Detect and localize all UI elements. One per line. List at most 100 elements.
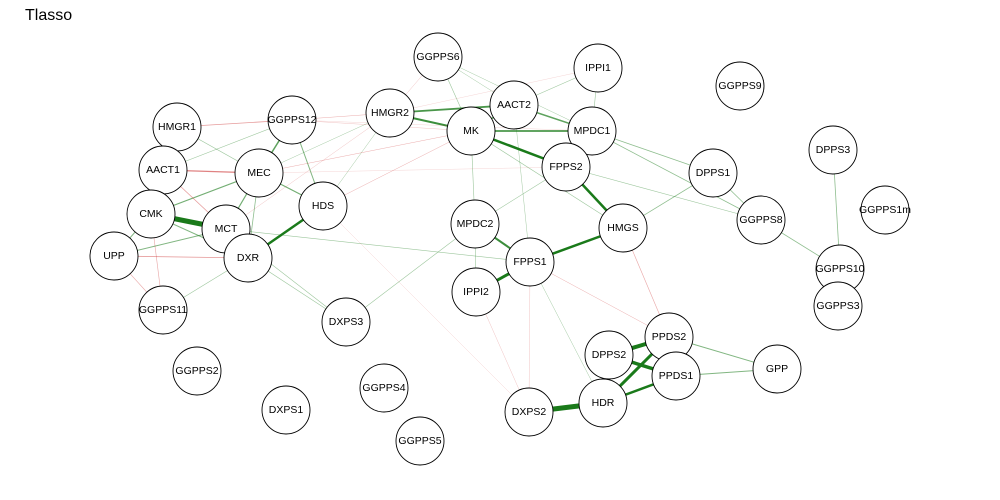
- node-label: DPPS1: [696, 167, 731, 179]
- node-aact1: AACT1: [138, 145, 188, 195]
- node-circle: [138, 285, 188, 335]
- node-dxr: DXR: [223, 233, 273, 283]
- node-label: AACT2: [497, 99, 531, 111]
- node-ggpps2: GGPPS2: [172, 346, 222, 396]
- node-circle: [359, 363, 409, 413]
- node-circle: [584, 330, 634, 380]
- node-label: MCT: [215, 223, 238, 235]
- node-circle: [578, 378, 628, 428]
- node-dpps3: DPPS3: [808, 125, 858, 175]
- node-upp: UPP: [89, 231, 139, 281]
- edge-fpps1-dxps2: [528, 261, 531, 413]
- node-circle: [489, 80, 539, 130]
- node-ggpps12: GGPPS12: [267, 95, 317, 145]
- node-label: GGPPS1m: [859, 204, 911, 216]
- node-fpps2: FPPS2: [541, 142, 591, 192]
- node-label: GGPPS12: [267, 114, 316, 126]
- node-circle: [752, 344, 802, 394]
- node-circle: [261, 385, 311, 435]
- node-label: GPP: [766, 363, 788, 375]
- node-label: GGPPS3: [816, 300, 859, 312]
- chart-title: Tlasso: [25, 7, 73, 24]
- node-circle: [651, 351, 701, 401]
- node-circle: [505, 237, 555, 287]
- edge-fpps2-ggpps8: [565, 166, 762, 221]
- node-label: HMGS: [607, 222, 639, 234]
- node-dxps3: DXPS3: [321, 297, 371, 347]
- node-ggpps10: GGPPS10: [815, 244, 865, 294]
- node-dpps1: DPPS1: [688, 148, 738, 198]
- edge-aact2-fpps1: [513, 104, 531, 263]
- edge-mec-mk: [258, 130, 472, 174]
- node-circle: [321, 297, 371, 347]
- node-label: MPDC1: [574, 125, 611, 137]
- node-ppds1: PPDS1: [651, 351, 701, 401]
- node-dpps2: DPPS2: [584, 330, 634, 380]
- node-ggpps11: GGPPS11: [138, 285, 188, 335]
- node-circle: [172, 346, 222, 396]
- node-ggpps1m: GGPPS1m: [859, 185, 911, 235]
- node-label: PPDS1: [659, 370, 694, 382]
- node-ggpps9: GGPPS9: [715, 61, 765, 111]
- node-label: DPPS3: [816, 144, 851, 156]
- node-circle: [736, 195, 786, 245]
- node-label: HMGR2: [371, 107, 409, 119]
- edge-ggpps12-mpdc1: [291, 119, 593, 132]
- node-circle: [598, 203, 648, 253]
- node-circle: [365, 88, 415, 138]
- node-circle: [860, 185, 910, 235]
- node-label: FPPS1: [513, 256, 546, 268]
- node-label: GGPPS2: [175, 365, 218, 377]
- node-label: FPPS2: [549, 161, 582, 173]
- edge-mpdc2-dxps3: [345, 223, 476, 323]
- node-circle: [298, 181, 348, 231]
- node-mpdc2: MPDC2: [450, 199, 500, 249]
- edge-ippi1-hmgr2: [389, 67, 599, 114]
- node-mpdc1: MPDC1: [567, 106, 617, 156]
- node-hmgr2: HMGR2: [365, 88, 415, 138]
- node-label: UPP: [103, 250, 125, 262]
- node-mec: MEC: [234, 148, 284, 198]
- node-ggpps5: GGPPS5: [395, 416, 445, 466]
- node-circle: [715, 61, 765, 111]
- node-label: GGPPS5: [398, 435, 441, 447]
- node-ggpps6: GGPPS6: [413, 32, 463, 82]
- node-dxps1: DXPS1: [261, 385, 311, 435]
- node-label: HDS: [312, 200, 334, 212]
- node-label: GGPPS4: [362, 382, 405, 394]
- node-circle: [813, 281, 863, 331]
- node-label: CMK: [139, 208, 162, 220]
- node-label: GGPPS8: [739, 214, 782, 226]
- node-ggpps8: GGPPS8: [736, 195, 786, 245]
- node-label: MPDC2: [457, 218, 494, 230]
- node-label: IPPI2: [463, 286, 489, 298]
- node-label: DPPS2: [592, 349, 627, 361]
- node-label: GGPPS11: [139, 304, 187, 316]
- node-circle: [808, 125, 858, 175]
- node-label: DXR: [237, 252, 260, 264]
- node-label: DXPS2: [512, 406, 547, 418]
- node-fpps1: FPPS1: [505, 237, 555, 287]
- node-label: HMGR1: [158, 121, 196, 133]
- node-circle: [541, 142, 591, 192]
- edge-mec-fpps2: [258, 166, 567, 174]
- node-label: DXPS1: [269, 404, 304, 416]
- node-circle: [688, 148, 738, 198]
- node-aact2: AACT2: [489, 80, 539, 130]
- node-label: IPPI1: [585, 62, 611, 74]
- node-label: MEC: [247, 167, 271, 179]
- node-circle: [567, 106, 617, 156]
- node-label: PPDS2: [652, 331, 687, 343]
- node-label: MK: [463, 125, 479, 137]
- edge-fpps1-ppds2: [529, 261, 670, 338]
- node-label: HDR: [592, 397, 615, 409]
- node-circle: [267, 95, 317, 145]
- node-gpp: GPP: [752, 344, 802, 394]
- node-circle: [234, 148, 284, 198]
- node-hmgs: HMGS: [598, 203, 648, 253]
- edge-mpdc1-ggpps8: [591, 130, 762, 221]
- node-circle: [126, 189, 176, 239]
- node-hdr: HDR: [578, 378, 628, 428]
